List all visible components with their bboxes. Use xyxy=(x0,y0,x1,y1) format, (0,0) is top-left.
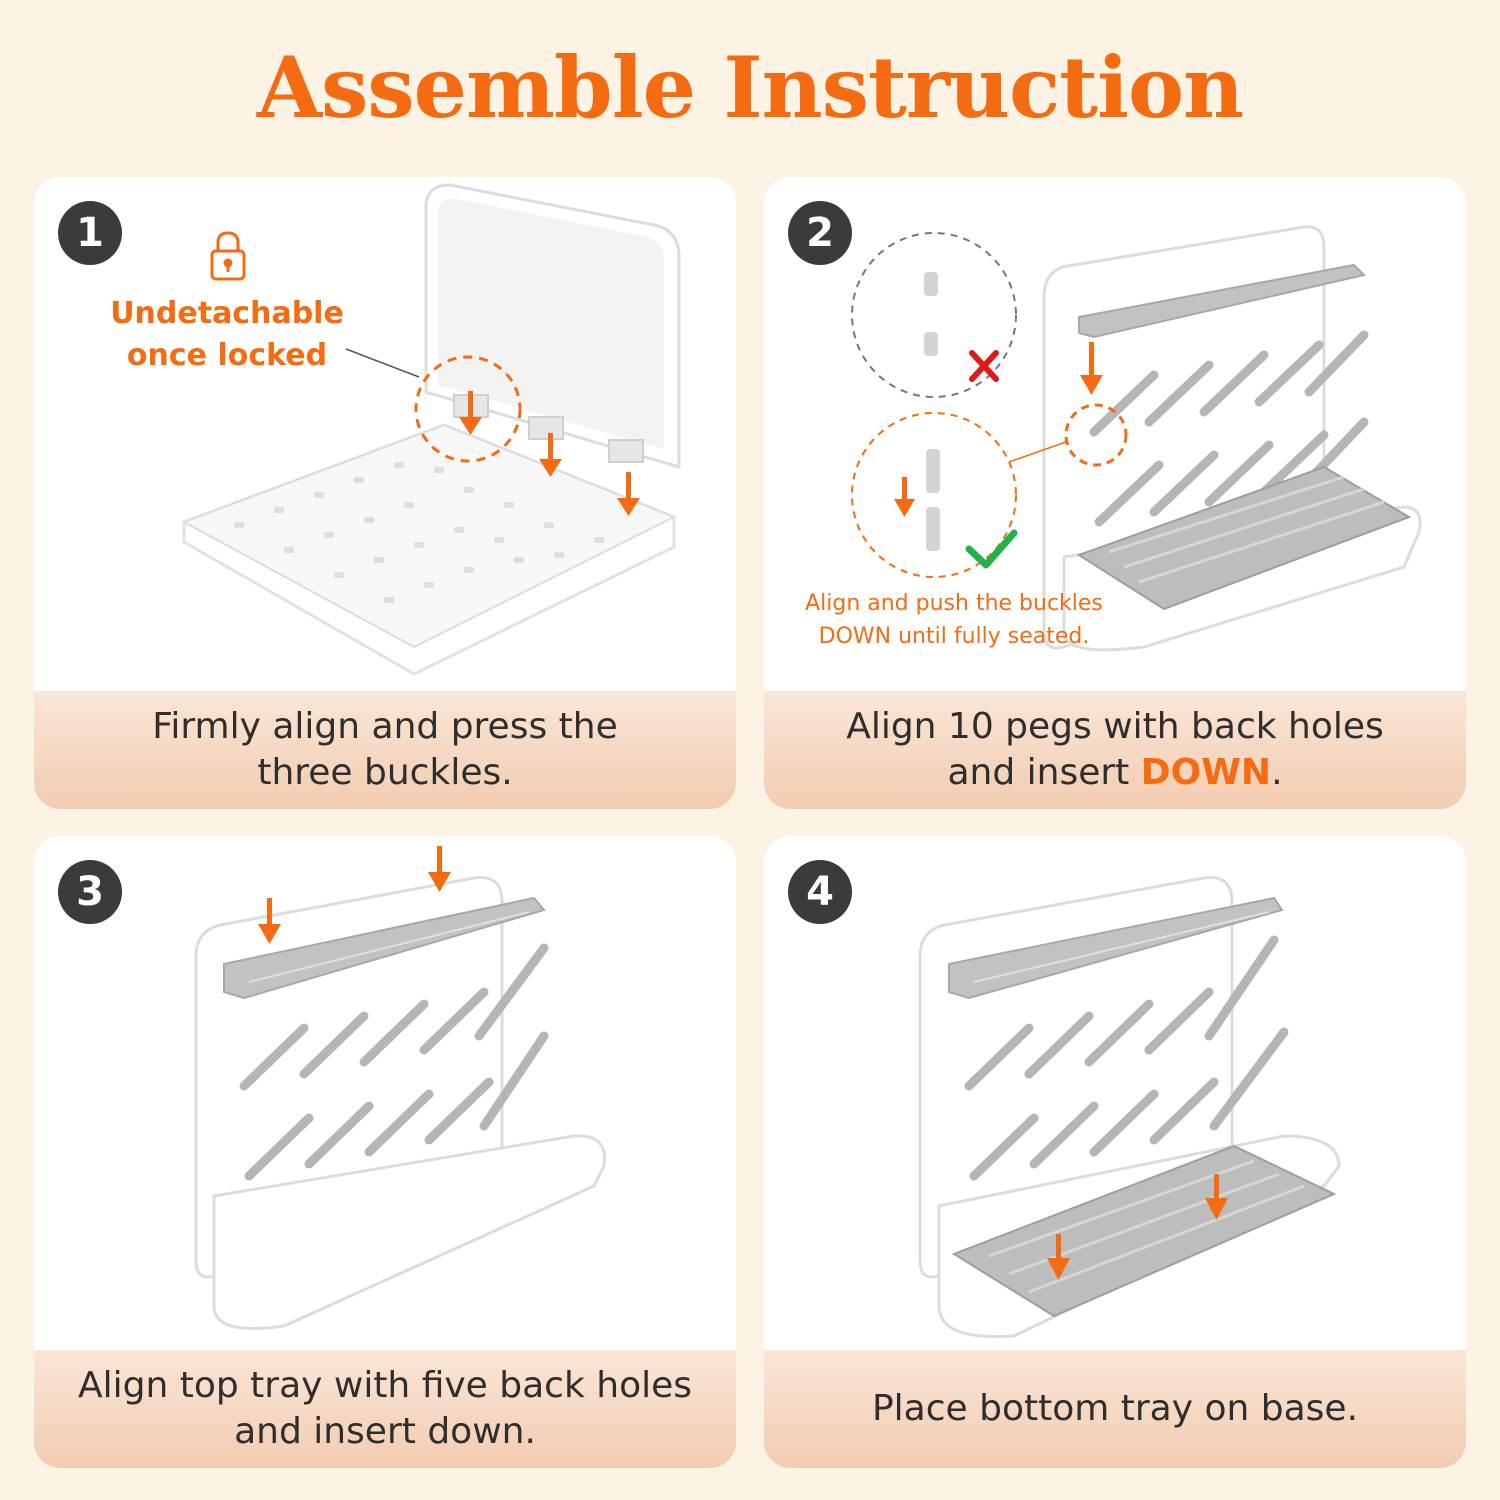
step-2-illustration xyxy=(851,225,1422,652)
caption-line1: Firmly align and press the xyxy=(152,706,618,747)
step-number-badge: 4 xyxy=(788,860,852,924)
tray-ridges xyxy=(988,1159,1305,1294)
back-panel-face xyxy=(438,198,664,449)
caption-highlight: DOWN xyxy=(1140,752,1272,793)
caption-line2: three buckles. xyxy=(257,752,513,793)
lock-note-line2: once locked xyxy=(126,338,328,373)
tray-ridges xyxy=(248,911,530,983)
correct-detail-circle xyxy=(851,412,1017,578)
step-4-illustration xyxy=(918,876,1341,1339)
check-icon xyxy=(965,529,1018,569)
rack-base xyxy=(212,1134,607,1330)
pointer-line xyxy=(345,348,420,378)
step-caption: Align 10 pegs with back holes and insert… xyxy=(764,691,1466,809)
step-caption: Place bottom tray on base. xyxy=(764,1350,1466,1468)
down-arrow-icon xyxy=(258,846,451,944)
caption-line1: Align top tray with five back holes xyxy=(77,1365,693,1406)
top-tray xyxy=(1078,263,1366,339)
push-note: Align and push the buckles DOWN until fu… xyxy=(774,587,1134,653)
lock-note-line1: Undetachable xyxy=(110,296,344,331)
down-arrow-icon xyxy=(1080,342,1103,395)
pegs xyxy=(239,943,549,1181)
caption-line2: and insert DOWN. xyxy=(846,750,1384,796)
step-1-illustration xyxy=(181,183,681,676)
step-caption: Firmly align and press the three buckles… xyxy=(34,691,736,809)
highlight-circle xyxy=(414,355,522,463)
caption-line2-pre: and insert xyxy=(947,752,1141,793)
step-1-card: 1 Undetachable once locked Firmly align … xyxy=(34,177,736,809)
caption-line1: Align 10 pegs with back holes xyxy=(846,706,1384,747)
push-note-line1: Align and push the buckles xyxy=(805,591,1103,616)
lock-icon xyxy=(210,231,246,281)
pointer-line xyxy=(1008,441,1067,463)
down-arrow-icon xyxy=(894,477,915,517)
step-3-illustration xyxy=(194,846,607,1330)
cross-icon xyxy=(969,350,999,382)
base-holes xyxy=(234,462,604,603)
step-number-badge: 3 xyxy=(58,860,122,924)
tray-ridges xyxy=(973,911,1270,983)
caption-line1: Place bottom tray on base. xyxy=(871,1388,1359,1429)
step-2-card: 2 Align and push the buckles DOWN until … xyxy=(764,177,1466,809)
caption-line2-post: . xyxy=(1271,752,1283,793)
caption-line2: and insert down. xyxy=(234,1411,536,1452)
highlight-circle xyxy=(1064,403,1128,467)
step-caption: Align top tray with five back holes and … xyxy=(34,1350,736,1468)
step-4-card: 4 Place bottom tray on base. xyxy=(764,836,1466,1468)
base-plate-top xyxy=(181,423,677,649)
down-arrow-icon xyxy=(459,391,640,516)
tray-ridges xyxy=(1108,475,1385,584)
push-note-line2: DOWN until fully seated. xyxy=(818,624,1090,649)
page-title: Assemble Instruction xyxy=(256,38,1244,137)
step-number-badge: 1 xyxy=(58,201,122,265)
down-arrow-icon xyxy=(1047,1174,1228,1280)
step-number-badge: 2 xyxy=(788,201,852,265)
step-3-card: 3 Align top tray with five back holes an… xyxy=(34,836,736,1468)
lock-note: Undetachable once locked xyxy=(92,293,362,377)
pegs xyxy=(964,935,1289,1181)
